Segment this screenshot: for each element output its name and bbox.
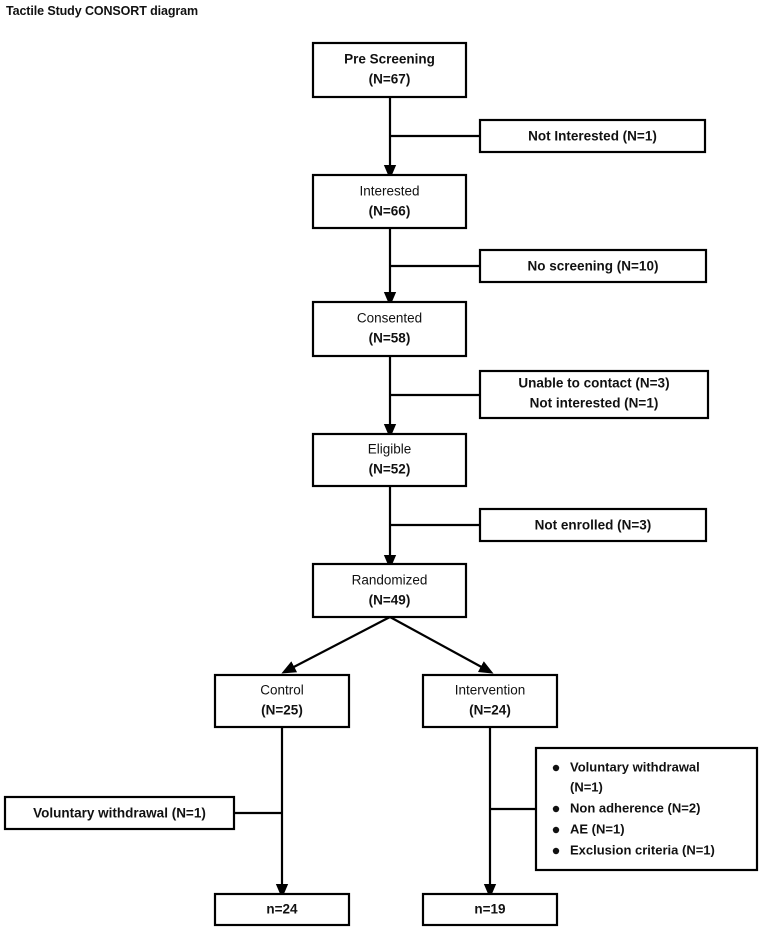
- bullet-item-1-line-1: Voluntary withdrawal: [570, 759, 700, 774]
- node-control-loss[interactable]: Voluntary withdrawal (N=1): [3, 795, 236, 831]
- bullet-item-2: Non adherence (N=2): [570, 800, 700, 815]
- node-box: [311, 300, 468, 358]
- node-box: [478, 369, 710, 420]
- node-line-1: Interested: [359, 184, 419, 199]
- connector-randomized-to-intervention: [389, 616, 494, 674]
- node-line-1: Randomized: [352, 573, 428, 588]
- node-line-1: Voluntary withdrawal (N=1): [33, 806, 206, 821]
- page-title: Tactile Study CONSORT diagram: [6, 4, 199, 18]
- node-line-1: Eligible: [368, 442, 412, 457]
- node-control-analysed[interactable]: n=24: [213, 892, 351, 927]
- node-line-1: Pre Screening: [344, 52, 435, 67]
- bullet-item-4: Exclusion criteria (N=1): [570, 842, 715, 857]
- node-line-2: (N=24): [469, 703, 511, 718]
- node-line-1: n=24: [266, 902, 298, 917]
- node-line-1: Control: [260, 683, 304, 698]
- node-line-1: n=19: [474, 902, 505, 917]
- connector-randomized-to-control: [281, 616, 391, 674]
- node-box: [478, 118, 707, 154]
- node-line-2: (N=52): [369, 462, 411, 477]
- node-box: [311, 562, 468, 619]
- node-box: [213, 673, 351, 729]
- node-box: [213, 892, 351, 927]
- node-line-2: (N=25): [261, 703, 303, 718]
- node-consented[interactable]: Consented (N=58): [311, 300, 468, 358]
- bullet-item-1-line-2: (N=1): [570, 779, 603, 794]
- node-line-2: (N=67): [369, 72, 411, 87]
- bullet-point-icon: [552, 847, 560, 855]
- bullet-point-icon: [552, 764, 560, 772]
- node-no-screening[interactable]: No screening (N=10): [478, 248, 708, 284]
- node-intervention[interactable]: Intervention (N=24): [421, 673, 559, 729]
- node-randomized[interactable]: Randomized (N=49): [311, 562, 468, 619]
- node-line-1: Unable to contact (N=3): [518, 376, 669, 391]
- node-box: [311, 173, 468, 230]
- node-line-1: Not enrolled (N=3): [535, 518, 652, 533]
- node-line-1: Consented: [357, 311, 422, 326]
- bullet-point-icon: [552, 826, 560, 834]
- node-box: [311, 432, 468, 488]
- node-interested[interactable]: Interested (N=66): [311, 173, 468, 230]
- node-line-1: No screening (N=10): [528, 259, 659, 274]
- node-control[interactable]: Control (N=25): [213, 673, 351, 729]
- node-intervention-loss[interactable]: Voluntary withdrawal (N=1) Non adherence…: [534, 746, 759, 872]
- node-not-interested-1[interactable]: Not Interested (N=1): [478, 118, 707, 154]
- node-box: [534, 746, 759, 872]
- node-box: [478, 248, 708, 284]
- node-eligible[interactable]: Eligible (N=52): [311, 432, 468, 488]
- node-unable-to-contact[interactable]: Unable to contact (N=3) Not interested (…: [478, 369, 710, 420]
- node-line-2: Not interested (N=1): [530, 396, 659, 411]
- node-intervention-analysed[interactable]: n=19: [421, 892, 559, 927]
- node-box: [421, 892, 559, 927]
- node-line-2: (N=66): [369, 204, 411, 219]
- bullet-point-icon: [552, 805, 560, 813]
- bullet-item-3: AE (N=1): [570, 821, 625, 836]
- node-line-1: Not Interested (N=1): [528, 129, 657, 144]
- node-line-2: (N=58): [369, 331, 411, 346]
- node-line-2: (N=49): [369, 593, 411, 608]
- node-box: [421, 673, 559, 729]
- node-not-enrolled[interactable]: Not enrolled (N=3): [478, 507, 708, 543]
- node-box: [311, 41, 468, 99]
- node-box: [478, 507, 708, 543]
- node-line-1: Intervention: [455, 683, 526, 698]
- node-box: [3, 795, 236, 831]
- node-pre-screening[interactable]: Pre Screening (N=67): [311, 41, 468, 99]
